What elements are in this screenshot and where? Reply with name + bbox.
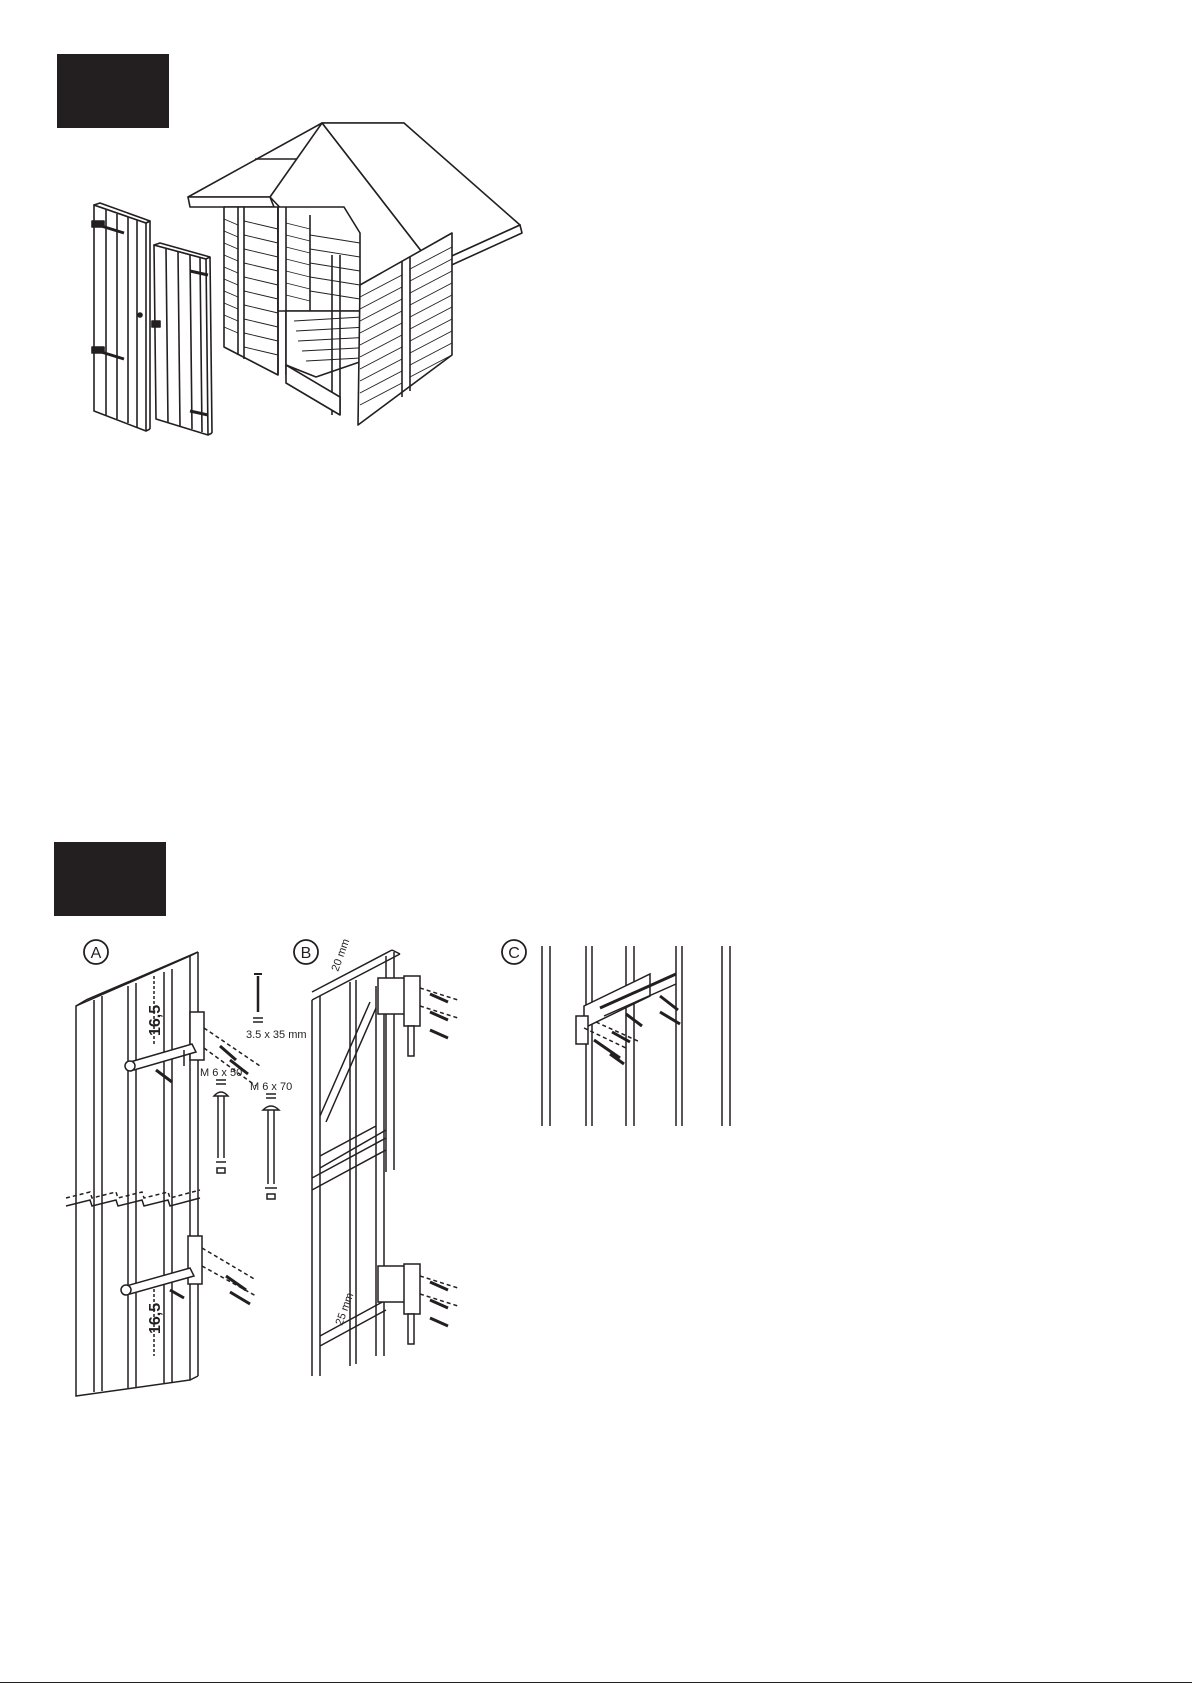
hardware-bolt-long [263, 1094, 279, 1199]
door-right [152, 243, 212, 435]
shed-with-doors-illustration [80, 115, 540, 475]
detail-a-dim-top: 16,5 [147, 1005, 164, 1036]
hardware-bolt-short [214, 1080, 228, 1173]
page-bottom-rule [0, 1682, 1192, 1683]
detail-b-hinge-position: B 20 mm 25 mm [290, 936, 490, 1384]
detail-b-dim-top: 20 mm [330, 937, 353, 973]
detail-b-marker: B [301, 945, 312, 962]
left-wall [224, 207, 278, 375]
detail-b-dim-bottom: 25 mm [334, 1291, 357, 1327]
detail-a-door-hinges: A 16,5 16,5 [60, 936, 320, 1400]
detail-c-marker: C [508, 945, 520, 962]
step-2-number-box [54, 842, 166, 916]
hardware-screw [253, 974, 263, 1022]
door-left [92, 203, 150, 431]
detail-a-marker: A [91, 945, 102, 962]
detail-a-dim-bottom: 16,5 [147, 1303, 164, 1334]
detail-a-bolt-long-label: M 6 x 70 [250, 1081, 292, 1093]
detail-c-door-latch: C [500, 936, 740, 1130]
detail-a-bolt-short-label: M 6 x 50 [200, 1067, 242, 1079]
